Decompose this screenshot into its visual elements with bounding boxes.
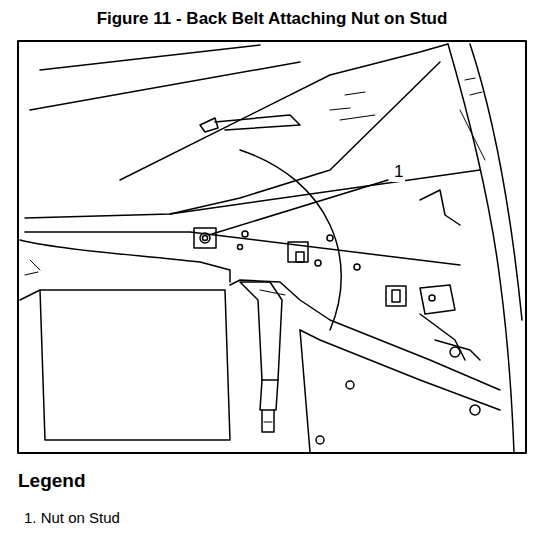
figure-frame (18, 41, 526, 453)
package-shelf (25, 62, 480, 270)
view-arc (240, 150, 341, 330)
figure-title: Figure 11 - Back Belt Attaching Nut on S… (97, 9, 448, 29)
legend-entry: 1. Nut on Stud (24, 509, 120, 526)
leader-line (212, 180, 388, 234)
rear-window (30, 44, 448, 180)
retractor-bracket (420, 285, 480, 360)
legend-heading: Legend (18, 470, 86, 492)
callout-number: 1 (392, 162, 405, 182)
pillar-trim (448, 44, 522, 452)
seat-back (230, 280, 500, 452)
seat-belt (240, 282, 285, 432)
seat-left (20, 240, 230, 440)
